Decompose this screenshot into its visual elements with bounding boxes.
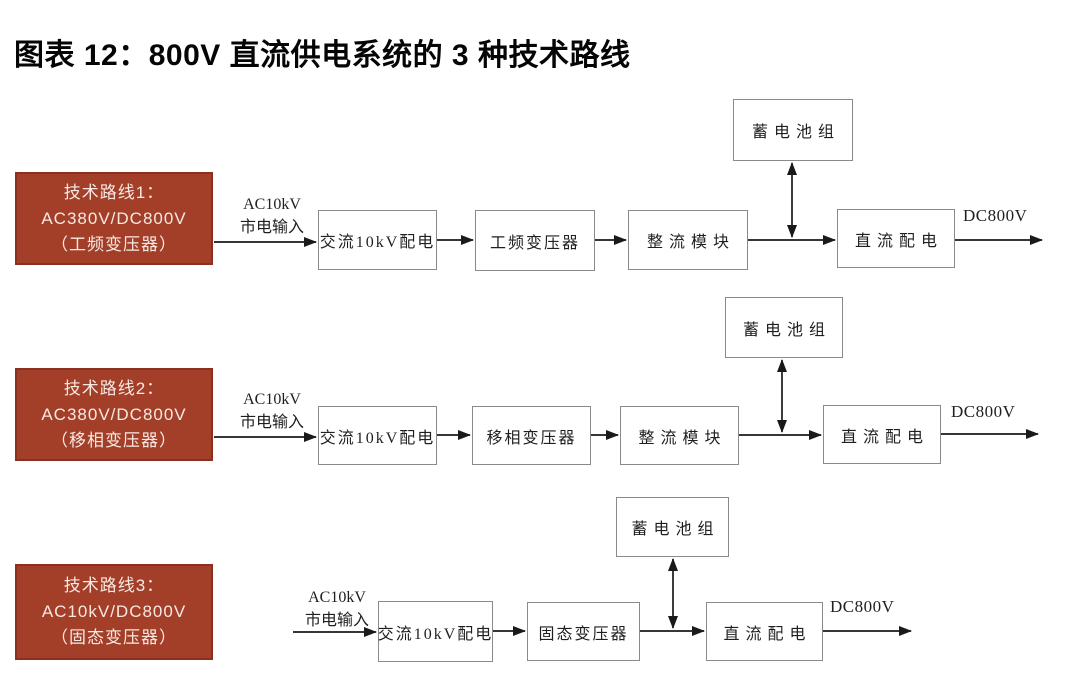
route2-node-rectifier: 整流模块 [620,406,739,465]
route1-node-ac-distribution: 交流10kV配电 [318,210,437,270]
route1-input-line2: 市电输入 [239,219,304,236]
route1-node-rectifier: 整流模块 [628,210,748,270]
route2-name: 技术路线2： [63,378,165,398]
route1-name: 技术路线1： [63,182,165,202]
route3-transformer: （固态变压器） [51,628,177,647]
route2-input-label: AC10kV 市电输入 [228,388,316,434]
route3-node-transformer: 固态变压器 [527,602,640,661]
route1-label: 技术路线1： AC380V/DC800V （工频变压器） [15,172,213,265]
route1-transformer: （工频变压器） [51,234,177,254]
route1-input-line1: AC10kV [243,196,301,213]
route2-spec: AC380V/DC800V [41,404,187,424]
page-title: 图表 12：800V 直流供电系统的 3 种技术路线 [14,39,631,72]
route2-input-line1: AC10kV [243,391,301,408]
route3-input-line2: 市电输入 [304,612,369,629]
route2-output-label: DC800V [951,402,1016,421]
route3-name: 技术路线3： [63,576,165,595]
route3-input-line1: AC10kV [308,589,366,606]
route3-input-label: AC10kV 市电输入 [296,586,378,632]
route2-transformer: （移相变压器） [51,430,177,450]
route1-battery-box: 蓄电池组 [733,99,853,161]
route3-battery-box: 蓄电池组 [616,497,729,557]
route1-output-label: DC800V [963,206,1028,225]
route2-label: 技术路线2： AC380V/DC800V （移相变压器） [15,368,213,461]
route2-node-transformer: 移相变压器 [472,406,591,465]
route1-input-label: AC10kV 市电输入 [228,193,316,239]
route3-label: 技术路线3： AC10kV/DC800V （固态变压器） [15,564,213,660]
route3-node-dc-distribution: 直流配电 [706,602,823,661]
route3-node-ac-distribution: 交流10kV配电 [378,601,493,662]
route3-output-label: DC800V [830,597,895,616]
route2-input-line2: 市电输入 [239,414,304,431]
route1-node-dc-distribution: 直流配电 [837,209,955,268]
route2-node-dc-distribution: 直流配电 [823,405,941,464]
route1-node-transformer: 工频变压器 [475,210,595,271]
route2-node-ac-distribution: 交流10kV配电 [318,406,437,465]
route3-spec: AC10kV/DC800V [41,602,187,621]
route2-battery-box: 蓄电池组 [725,297,843,358]
route1-spec: AC380V/DC800V [41,208,187,228]
